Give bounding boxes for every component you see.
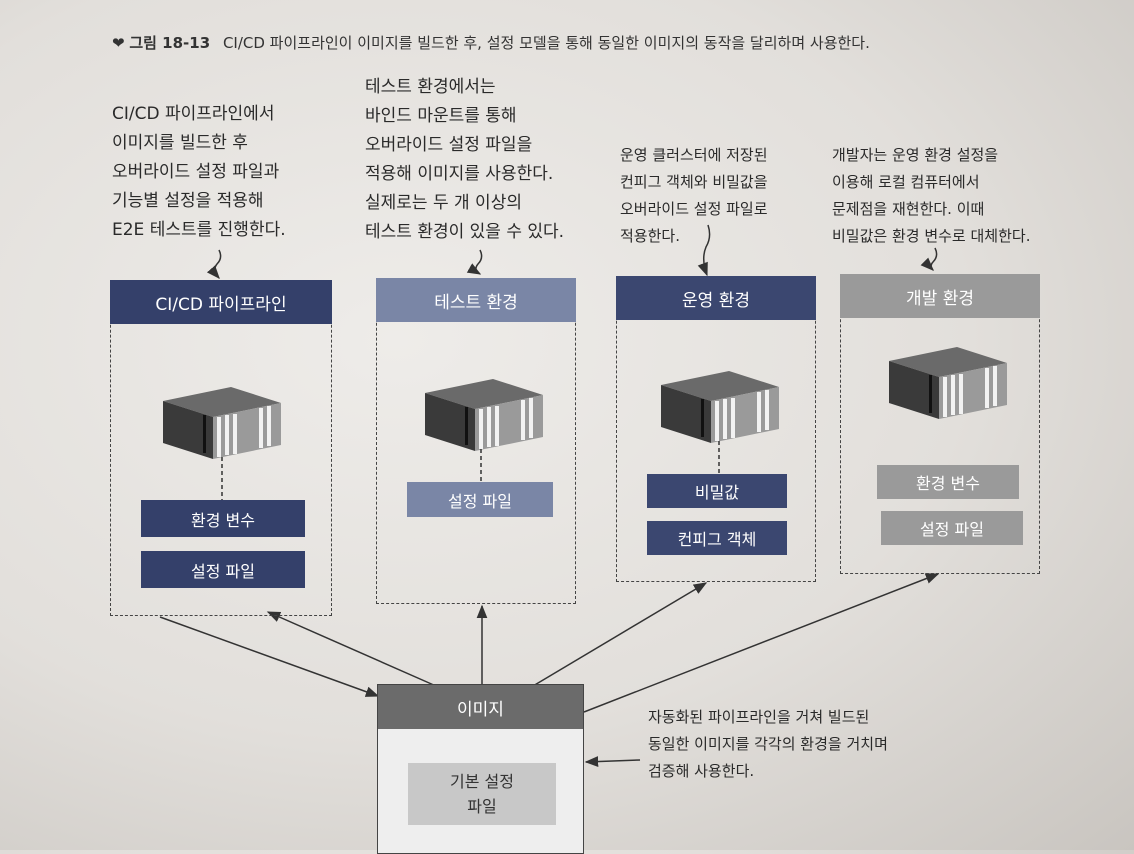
link-line bbox=[221, 457, 223, 501]
arrow-to-dev bbox=[583, 573, 940, 713]
figure-caption: ❤ 그림 18-13 CI/CD 파이프라인이 이미지를 빌드한 후, 설정 모… bbox=[112, 32, 870, 53]
container-icon bbox=[661, 371, 779, 443]
note-cicd: CI/CD 파이프라인에서 이미지를 빌드한 후 오버라이드 설정 파일과 기능… bbox=[112, 104, 286, 240]
env-prod-title: 운영 환경 bbox=[616, 276, 816, 320]
figure-number: 그림 18-13 bbox=[129, 34, 211, 52]
pointer-dev bbox=[920, 247, 938, 271]
arrow-note-to-image bbox=[584, 756, 641, 767]
note-test: 테스트 환경에서는 바인드 마운트를 통해 오버라이드 설정 파일을 적용해 이… bbox=[365, 77, 565, 242]
container-icon bbox=[425, 379, 543, 451]
dev-item-env-vars: 환경 변수 bbox=[877, 465, 1019, 499]
dev-item-config-file: 설정 파일 bbox=[881, 511, 1023, 545]
env-prod: 운영 환경 비밀값 컨피그 객체 bbox=[616, 276, 816, 582]
env-dev-title: 개발 환경 bbox=[840, 274, 1040, 318]
image-title: 이미지 bbox=[378, 685, 583, 729]
note-dev: 개발자는 운영 환경 설정을 이용해 로컬 컴퓨터에서 문제점을 재현한다. 이… bbox=[832, 146, 1031, 245]
heart-icon: ❤ bbox=[112, 34, 125, 52]
pointer-test bbox=[466, 249, 483, 275]
link-line bbox=[480, 449, 482, 484]
container-icon bbox=[889, 347, 1007, 419]
arrow-to-prod bbox=[532, 582, 708, 687]
env-cicd: CI/CD 파이프라인 환경 변수 설정 파일 bbox=[110, 280, 332, 616]
note-image: 자동화된 파이프라인을 거쳐 빌드된 동일한 이미지를 각각의 환경을 거치며 … bbox=[648, 708, 888, 780]
image-box: 이미지 기본 설정 파일 bbox=[377, 684, 584, 854]
note-prod: 운영 클러스터에 저장된 컨피그 객체와 비밀값을 오버라이드 설정 파일로 적… bbox=[620, 146, 768, 245]
test-item-config-file: 설정 파일 bbox=[407, 482, 553, 517]
figure-caption-text: CI/CD 파이프라인이 이미지를 빌드한 후, 설정 모델을 통해 동일한 이… bbox=[222, 34, 870, 52]
base-config-file: 기본 설정 파일 bbox=[408, 763, 556, 825]
cicd-item-config-file: 설정 파일 bbox=[141, 551, 305, 588]
prod-item-secrets: 비밀값 bbox=[647, 474, 787, 508]
cicd-item-env-vars: 환경 변수 bbox=[141, 500, 305, 537]
prod-item-config-object: 컨피그 객체 bbox=[647, 521, 787, 555]
arrow-to-test-left bbox=[266, 611, 437, 687]
base-config-file-line1: 기본 설정 bbox=[450, 772, 514, 791]
base-config-file-line2: 파일 bbox=[467, 797, 497, 816]
env-test-title: 테스트 환경 bbox=[376, 278, 576, 322]
arrow-to-cicd bbox=[159, 616, 380, 697]
env-test: 테스트 환경 설정 파일 bbox=[376, 278, 576, 604]
env-cicd-title: CI/CD 파이프라인 bbox=[110, 280, 332, 324]
container-icon bbox=[163, 387, 281, 459]
link-line bbox=[718, 441, 720, 477]
pointer-cicd bbox=[206, 249, 222, 280]
pointer-prod bbox=[697, 224, 711, 277]
env-dev: 개발 환경 환경 변수 설정 파일 bbox=[840, 274, 1040, 574]
